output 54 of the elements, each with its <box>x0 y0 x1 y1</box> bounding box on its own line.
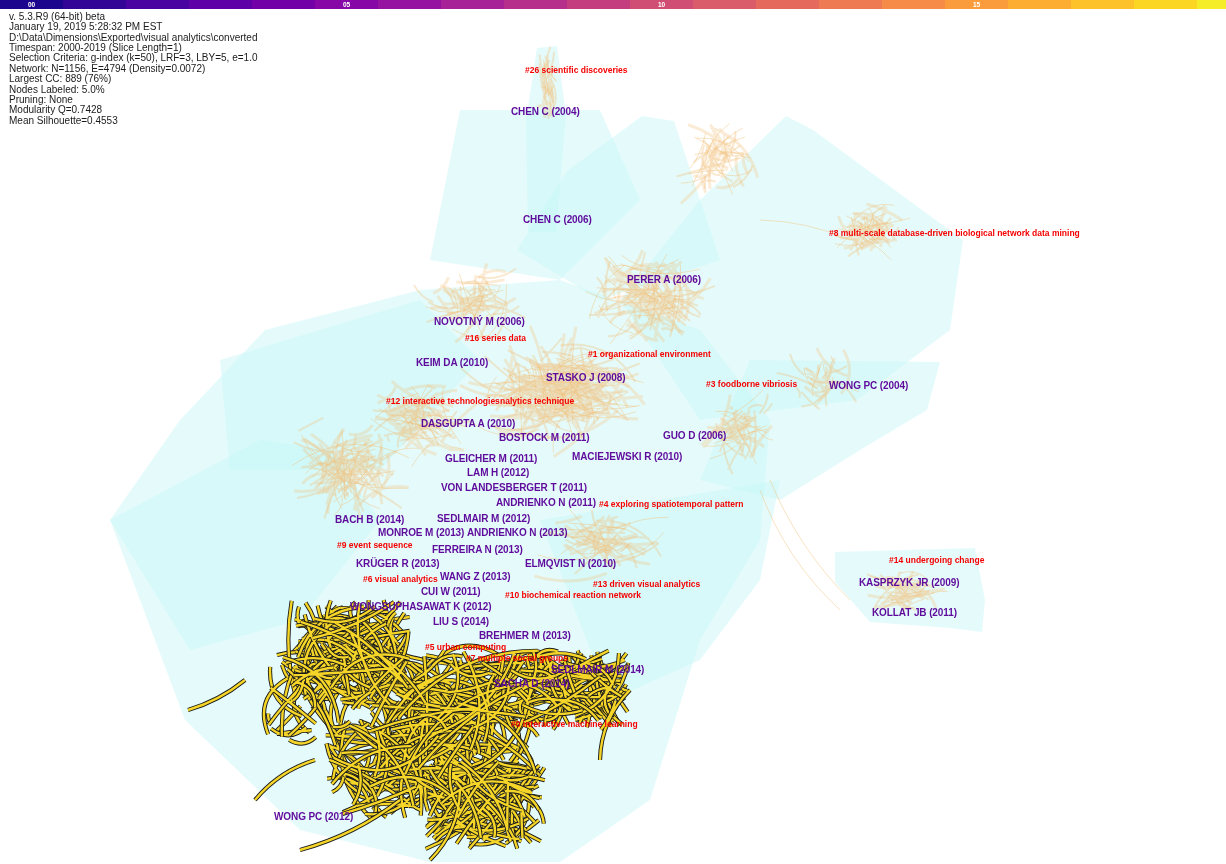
author-label: BREHMER M (2013) <box>479 630 571 642</box>
author-label: ANDRIENKO N (2011) <box>496 497 596 509</box>
author-label: WONG PC (2004) <box>829 380 909 392</box>
cluster-label: #12 interactive technologies <box>386 396 500 406</box>
author-label: FERREIRA N (2013) <box>432 544 523 556</box>
metadata-text: Selection Criteria: g-index (k=50), LRF=3, LBY=5, e=1.0 <box>9 53 258 64</box>
cluster-label: #14 undergoing change <box>889 555 985 565</box>
author-label: GUO D (2006) <box>663 430 727 442</box>
metadata-text: Mean Silhouette=0.4553 <box>9 115 118 126</box>
author-label: LIU S (2014) <box>433 616 490 628</box>
author-label: ELMQVIST N (2010) <box>525 558 617 570</box>
author-label: ANDRIENKO N (2013) <box>467 527 568 539</box>
author-label: DASGUPTA A (2010) <box>421 418 516 430</box>
metadata-text: Timespan: 2000-2019 (Slice Length=1) <box>9 43 182 54</box>
author-label: CHEN C (2004) <box>511 106 580 118</box>
author-label: MACIEJEWSKI R (2010) <box>572 451 683 463</box>
author-label: NOVOTNÝ M (2006) <box>434 316 525 328</box>
cluster-label: #13 driven visual analytics <box>593 579 701 589</box>
metadata-text: v. 5.3.R9 (64-bit) beta <box>9 12 105 23</box>
author-label: BACH B (2014) <box>335 514 405 526</box>
author-label: LAM H (2012) <box>467 467 530 479</box>
metadata-text: Pruning: None <box>9 94 73 106</box>
author-label: GLEICHER M (2011) <box>445 453 538 465</box>
cluster-label: #8 multi-scale database-driven biological network data mining <box>829 228 1080 238</box>
author-label: KEIM DA (2010) <box>416 357 489 369</box>
author-label: MONROE M (2013) <box>378 527 465 539</box>
metadata-text: Modularity Q=0.7428 <box>9 105 103 116</box>
author-label: CUI W (2011) <box>421 586 481 598</box>
author-label: BOSTOCK M (2011) <box>499 432 590 444</box>
cluster-label: #7 multiple social groups <box>466 653 569 663</box>
metadata-text: January 19, 2019 5:28:32 PM EST <box>9 22 163 33</box>
cluster-label: nalytics technique <box>500 396 575 406</box>
author-label: KOLLAT JB (2011) <box>872 607 957 619</box>
cluster-label: #3 foodborne vibriosis <box>706 379 798 389</box>
author-label: KRÜGER R (2013) <box>356 558 440 570</box>
cluster-label: #6 visual analytics <box>363 574 438 584</box>
author-label: WONG PC (2012) <box>274 811 354 823</box>
author-label: CHEN C (2006) <box>523 214 592 226</box>
author-label: WANG Z (2013) <box>440 571 511 583</box>
cluster-label: #16 series data <box>465 333 526 343</box>
metadata-text: Network: N=1156, E=4794 (Density=0.0072) <box>9 63 206 75</box>
author-label: PERER A (2006) <box>627 274 701 286</box>
cluster-label: #1 organizational environment <box>588 349 711 359</box>
author-label: STASKO J (2008) <box>546 372 626 384</box>
metadata-text: Largest CC: 889 (76%) <box>9 74 112 85</box>
author-label: SEDLMAIR M (2012) <box>437 513 531 525</box>
metadata-text: Nodes Labeled: 5.0% <box>9 84 105 95</box>
cluster-label: #10 biochemical reaction network <box>505 590 642 600</box>
cluster-label: #26 scientific discoveries <box>525 65 628 75</box>
cluster-label: #9 event sequence <box>337 540 413 550</box>
cluster-label: #4 exploring spatiotemporal pattern <box>599 499 744 509</box>
author-label: VON LANDESBERGER T (2011) <box>441 482 587 494</box>
author-label: KASPRZYK JR (2009) <box>859 577 960 589</box>
metadata-text: D:\Data\Dimensions\Exported\visual analytics\converted <box>9 32 258 44</box>
